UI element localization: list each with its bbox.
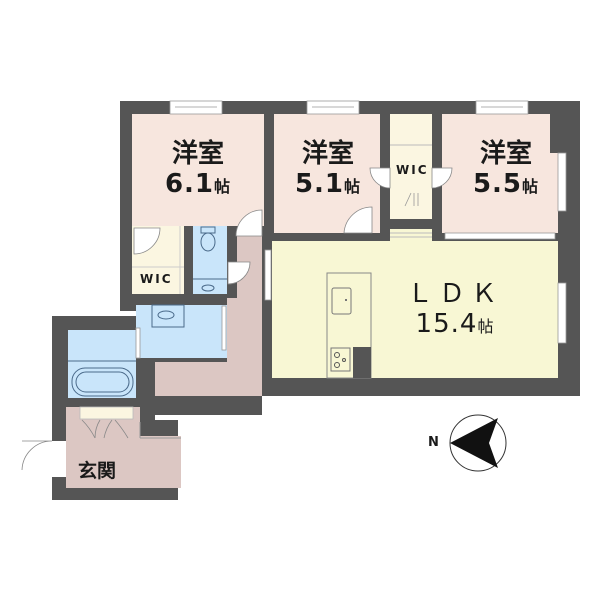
compass-north-label: N — [428, 435, 439, 450]
ldk-label: ＬＤＫ 15.4帖 — [406, 279, 503, 339]
hand-basin-icon — [201, 284, 215, 292]
bedroom-2-label: 洋室 5.1帖 — [294, 139, 362, 199]
toilet-icon — [200, 226, 216, 252]
wash-basin-icon — [157, 310, 175, 320]
bedroom-3-label: 洋室 5.5帖 — [472, 139, 540, 199]
windows — [169, 100, 567, 344]
ldk-floor — [272, 241, 558, 378]
wic-1-label: WIC — [140, 272, 173, 286]
front-door-swing — [21, 440, 53, 471]
stove-icon — [330, 347, 351, 372]
entrance-floor — [66, 407, 181, 488]
bedroom-1-label: 洋室 6.1帖 — [164, 139, 232, 199]
wic-2-floor — [390, 114, 432, 219]
sink-icon — [331, 287, 352, 315]
wic-2-label: WIC — [396, 163, 429, 177]
shoe-cabinet — [79, 406, 134, 420]
compass-icon — [449, 414, 507, 472]
hallway-floor — [155, 236, 262, 396]
bedroom-3-floor — [442, 114, 558, 233]
bathtub-icon — [71, 367, 134, 397]
entrance-label: 玄関 — [78, 460, 117, 482]
vanity-counter — [151, 304, 185, 328]
doors — [133, 167, 453, 285]
bedroom-1-floor — [132, 114, 264, 226]
